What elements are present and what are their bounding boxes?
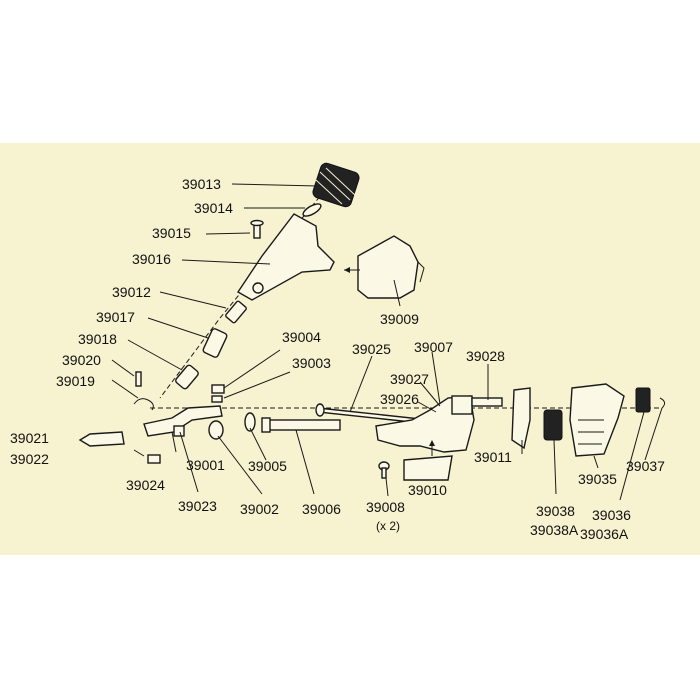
part-39028-screw [471,397,503,407]
part-39005-seal [244,412,256,432]
label-39013: 39013 [182,176,221,192]
part-39024-spring [147,454,161,464]
label-39021: 39021 [10,430,49,446]
label-39009: 39009 [380,311,419,327]
label-39038: 39038 [536,503,575,519]
label-39005: 39005 [248,458,287,474]
part-39003-ring [211,395,223,403]
label-39012: 39012 [112,284,151,300]
label-39036: 39036 [592,507,631,523]
part-39011-lever [511,387,531,450]
leader-lines [111,183,663,501]
part-39012-spring [225,300,247,324]
part-39020-pin [135,371,142,387]
label-39026: 39026 [380,391,419,407]
label-39028: 39028 [466,348,505,364]
label-39010: 39010 [408,482,447,498]
label-39007: 39007 [414,339,453,355]
part-39006-tube [261,417,341,433]
label-39035: 39035 [578,471,617,487]
part-39016-body [237,213,335,301]
part-39019-hook [133,398,154,411]
part-39001-head [143,405,223,437]
part-39017-sleeve [202,328,228,358]
label-39027: 39027 [390,371,429,387]
label-39019: 39019 [56,373,95,389]
part-39010-trigger [403,455,453,481]
part-39008-screw [378,461,390,479]
part-39021-nozzle [78,431,125,447]
diagram-panel [0,143,700,555]
part-39036-spring [635,387,651,413]
label-39017: 39017 [96,309,135,325]
label-39008-quantity: (x 2) [376,519,400,533]
part-39004-ring [211,384,225,394]
label-39037: 39037 [626,458,665,474]
part-39023-part [173,425,185,437]
part-39002-cap [208,420,224,440]
part-39018-part [175,364,199,390]
label-39023: 39023 [178,498,217,514]
upper-axis [159,171,341,399]
part-39013-knurled-nut [312,162,360,208]
label-39004: 39004 [282,329,321,345]
label-39024: 39024 [126,477,165,493]
label-39038a: 39038A [530,522,579,538]
part-39014-washer [302,203,322,217]
label-39018: 39018 [78,331,117,347]
part-39037-clip [659,397,666,409]
label-39016: 39016 [132,251,171,267]
part-39038-nut [543,409,563,441]
label-39003: 39003 [292,355,331,371]
label-39015: 39015 [152,225,191,241]
label-39006: 39006 [302,501,341,517]
label-39011: 39011 [474,449,512,465]
part-39009-cover [357,235,419,299]
label-39036a: 39036A [580,526,629,542]
label-39002: 39002 [240,501,279,517]
label-39025: 39025 [352,341,391,357]
label-39022: 39022 [10,451,49,467]
label-39014: 39014 [194,200,233,216]
label-39008: 39008 [366,499,405,515]
label-39020: 39020 [62,352,101,368]
label-39001: 39001 [186,457,225,473]
part-39007-body [375,395,475,453]
part-39015-screw [250,219,264,239]
